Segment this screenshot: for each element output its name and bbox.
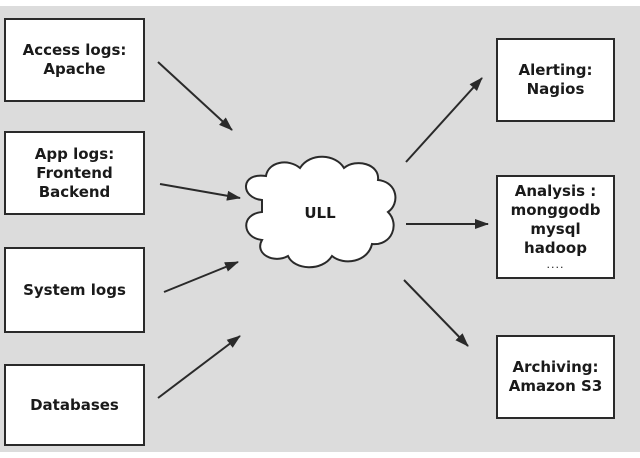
access-logs-box: Access logs: Apache bbox=[4, 18, 145, 102]
databases-title: Databases bbox=[30, 395, 119, 414]
app-logs-box: App logs: Frontend Backend bbox=[4, 131, 145, 215]
alerting-box: Alerting: Nagios bbox=[496, 38, 615, 122]
app-logs-title: App logs: bbox=[34, 144, 115, 163]
databases-box: Databases bbox=[4, 364, 145, 446]
analysis-title: Analysis : bbox=[514, 182, 597, 200]
analysis-ellipsis: .... bbox=[546, 258, 565, 271]
arrow-archiving bbox=[403, 279, 469, 347]
alerting-tool: Nagios bbox=[526, 80, 585, 98]
analysis-hadoop: hadoop bbox=[524, 239, 587, 257]
analysis-mongodb: monggodb bbox=[510, 201, 601, 219]
app-logs-backend: Backend bbox=[38, 182, 111, 201]
access-logs-source: Apache bbox=[43, 60, 106, 78]
access-logs-title: Access logs: bbox=[22, 41, 127, 59]
alerting-title: Alerting: bbox=[518, 61, 593, 79]
arrow-databases bbox=[157, 335, 241, 399]
system-logs-title: System logs bbox=[23, 280, 126, 299]
archiving-box: Archiving: Amazon S3 bbox=[496, 335, 615, 419]
system-logs-box: System logs bbox=[4, 247, 145, 333]
arrow-alerting bbox=[405, 77, 483, 163]
ull-cloud bbox=[245, 155, 397, 269]
arrow-app-logs bbox=[159, 183, 241, 201]
analysis-box: Analysis : monggodb mysql hadoop .... bbox=[496, 175, 615, 279]
app-logs-frontend: Frontend bbox=[36, 163, 113, 182]
arrow-system-logs bbox=[163, 261, 239, 293]
analysis-mysql: mysql bbox=[530, 220, 581, 238]
archiving-target: Amazon S3 bbox=[508, 377, 603, 395]
arrow-access-logs bbox=[157, 61, 233, 131]
ull-label: ULL bbox=[304, 204, 336, 222]
archiving-title: Archiving: bbox=[512, 358, 599, 376]
